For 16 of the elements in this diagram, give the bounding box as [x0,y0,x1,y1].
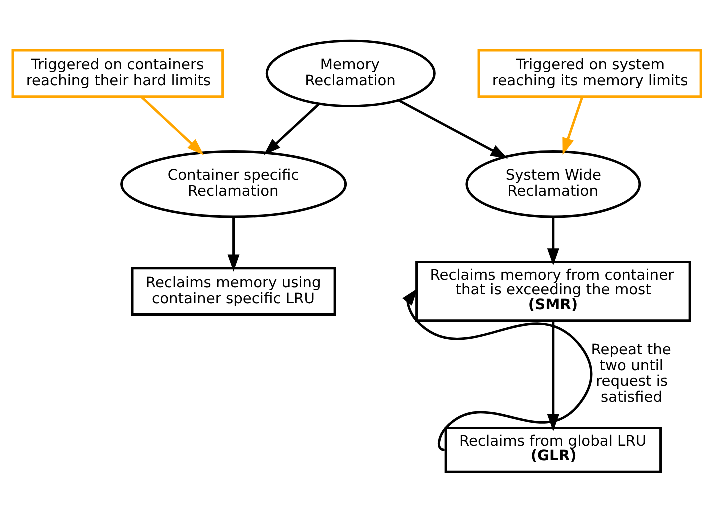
arrow [228,218,240,272]
node-box: Reclaims memory from container that is exceeding the most (SMR) [416,261,692,322]
edge-label: Repeat the two until request is satisfied [591,342,672,406]
node-ellipse: System Wide Reclamation [466,150,642,218]
arrow [402,288,593,452]
node-ellipse: Memory Reclamation [266,40,436,108]
node-box: Triggered on system reaching its memory limits [478,49,702,98]
arrow [562,96,584,156]
node-box: Reclaims memory using container specific LRU [131,267,336,316]
arrow [547,218,560,266]
arrow [264,103,320,156]
node-box: Triggered on containers reaching their hard limits [12,49,224,98]
arrow [398,99,508,159]
arrow [141,96,204,156]
node-box: Reclaims from global LRU (GLR) [444,426,662,474]
node-ellipse: Container specific Reclamation [120,150,348,218]
